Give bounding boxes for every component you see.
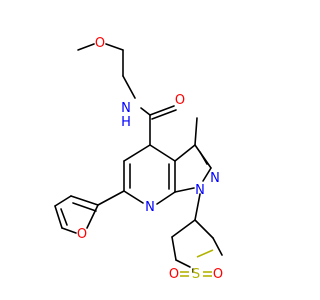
- carbonyl-oxygen-label: O: [175, 93, 185, 108]
- atom-labels: O N H O N N N O S O O: [77, 36, 223, 282]
- methoxy-oxygen-label: O: [95, 36, 105, 51]
- molecule-diagram: O N H O N N N O S O O: [54, 36, 223, 282]
- amide-nitrogen-label: N: [121, 101, 131, 116]
- heteroatom-bonds: [180, 249, 214, 277]
- sulfur-label: S: [192, 267, 200, 282]
- pyrazole-n2-label: N: [210, 171, 220, 186]
- sulfonyl-oxygen-left-label: O: [169, 267, 179, 282]
- amide-hydrogen-label: H: [121, 115, 131, 130]
- sulfonyl-oxygen-right-label: O: [213, 267, 223, 282]
- bond-lines: [54, 43, 223, 273]
- pyridine-nitrogen-label: N: [145, 200, 155, 215]
- furan-oxygen-label: O: [77, 227, 87, 242]
- pyrazole-n1-label: N: [195, 183, 205, 198]
